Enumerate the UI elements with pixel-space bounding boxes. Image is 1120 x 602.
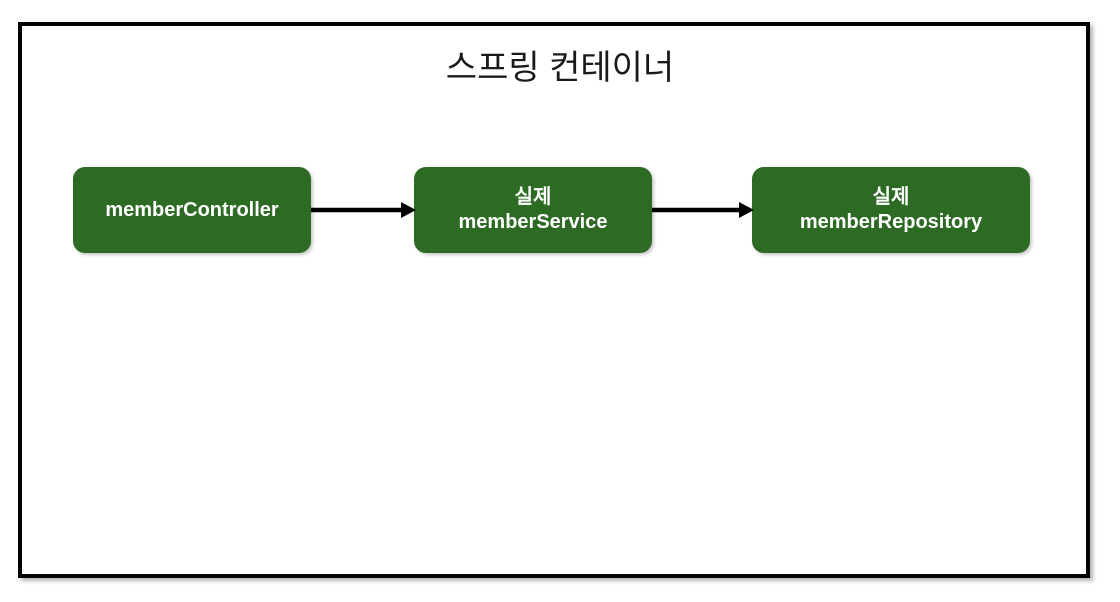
bean-label-line2: memberRepository (799, 211, 983, 233)
bean-node-member-controller[interactable]: memberController (73, 167, 311, 253)
bean-label-line1: memberController (105, 198, 279, 221)
bean-label-line1: 실제 (514, 186, 552, 208)
spring-container-frame (18, 22, 1090, 578)
bean-label-line2: memberService (458, 211, 608, 233)
arrow-controller-to-service-icon (311, 196, 416, 224)
arrow-service-to-repository-icon (652, 196, 754, 224)
bean-label-line1: 실제 (872, 186, 910, 208)
bean-node-member-service[interactable]: 실제 memberService (414, 167, 652, 253)
page-title: 스프링 컨테이너 (445, 49, 675, 87)
bean-node-member-repository[interactable]: 실제 memberRepository (752, 167, 1030, 253)
